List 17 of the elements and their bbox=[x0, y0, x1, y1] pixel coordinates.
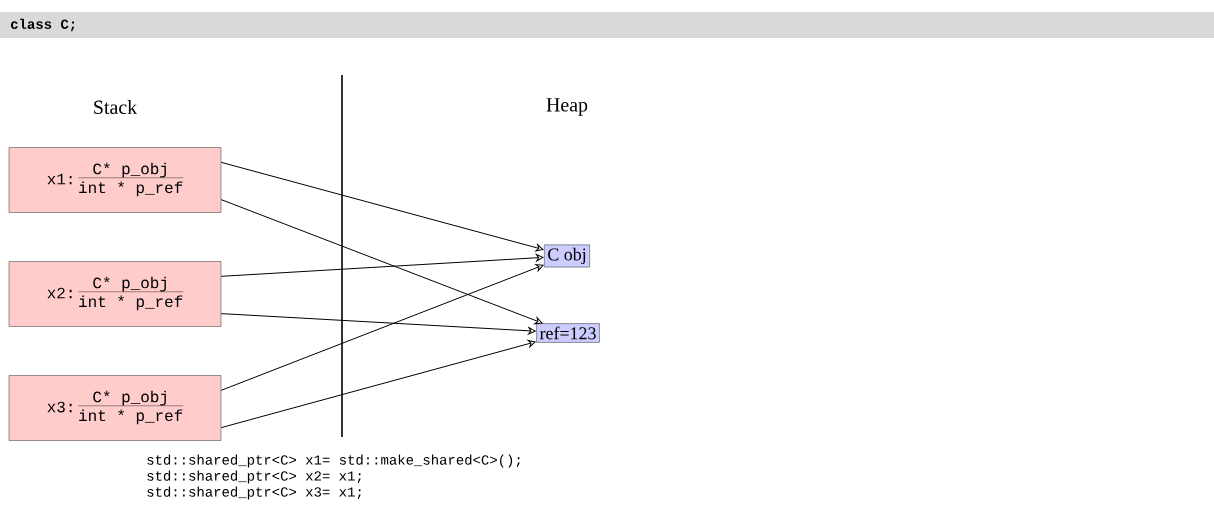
arrow bbox=[220, 199, 543, 325]
arrow bbox=[220, 339, 536, 429]
pointer-box: x3: C* p_obj int * p_ref bbox=[8, 375, 222, 441]
heap-box: C obj bbox=[544, 244, 590, 268]
code-banner: class C; bbox=[0, 12, 1214, 38]
code-line: std::shared_ptr<C> x1= std::make_shared<C>(); bbox=[147, 454, 520, 468]
heap-box: ref=123 bbox=[536, 323, 600, 343]
pointer-box: x2: C* p_obj int * p_ref bbox=[8, 261, 222, 327]
section-heading: Heap bbox=[546, 98, 588, 116]
arrow bbox=[220, 254, 544, 277]
section-heading: Stack bbox=[94, 100, 138, 114]
code-line: std::shared_ptr<C> x2= x1; bbox=[147, 470, 361, 484]
pointer-box: x1: C* p_obj int * p_ref bbox=[8, 147, 222, 213]
arrow bbox=[220, 264, 544, 391]
arrow bbox=[220, 313, 536, 335]
arrow bbox=[220, 161, 544, 252]
code-line: std::shared_ptr<C> x3= x1; bbox=[147, 486, 361, 500]
